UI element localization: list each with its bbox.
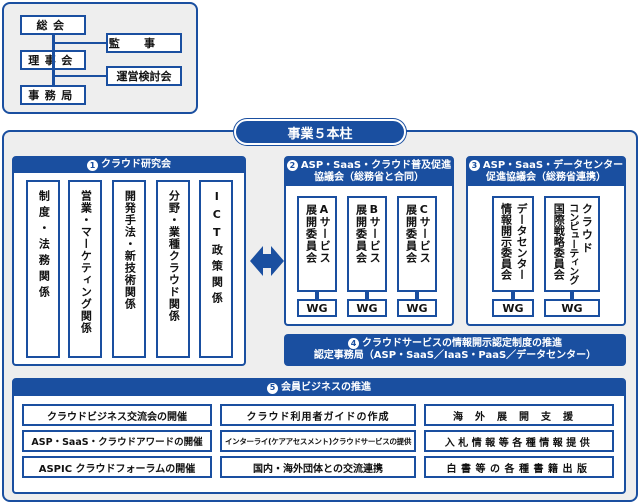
business-item-label: ASP・SaaS・クラウドアワードの開催 bbox=[31, 437, 203, 448]
committee-international-col1: クラウド bbox=[580, 203, 594, 255]
pillar-title-badge: 事業５本柱 bbox=[234, 119, 406, 145]
wg-b: WG bbox=[347, 299, 387, 317]
section2-title-line1: ASP・SaaS・クラウド普及促進 bbox=[300, 159, 452, 171]
business-item-label: 白書等の各種書籍出版 bbox=[446, 463, 592, 475]
section5-title: 会員ビジネスの推進 bbox=[281, 381, 371, 393]
committee-a: 展開委員会 A サービス bbox=[297, 196, 337, 292]
committee-c-letter: C bbox=[419, 203, 428, 216]
committee-c: 展開委員会 C サービス bbox=[397, 196, 437, 292]
committee-c-label: 展開委員会 bbox=[404, 204, 418, 264]
wg-international: WG bbox=[544, 299, 600, 317]
committee-a-suffix: サービス bbox=[318, 216, 332, 265]
study-group-legal: 制度・法務関係 bbox=[26, 180, 60, 358]
wg-b-label: WG bbox=[356, 301, 378, 315]
committee-c-suffix: サービス bbox=[418, 216, 432, 265]
study-group-ict-label: ICT政策関係 bbox=[210, 190, 224, 308]
study-group-development-label: 開発手法・新技術関係 bbox=[123, 190, 137, 310]
committee-international: 国際戦略委員会 コンピューティング クラウド bbox=[544, 196, 600, 292]
board-label: 理事会 bbox=[28, 52, 78, 68]
committee-datacenter: 情報開示委員会 データセンター bbox=[492, 196, 534, 292]
section1-title: クラウド研究会 bbox=[101, 159, 171, 171]
section2-number: 2 bbox=[286, 160, 298, 171]
committee-b-label: 展開委員会 bbox=[354, 204, 368, 264]
business-item: 白書等の各種書籍出版 bbox=[424, 456, 614, 478]
study-group-industry-label: 分野・業種クラウド関係 bbox=[167, 190, 181, 322]
study-group-marketing: 営業・マーケティング関係 bbox=[68, 180, 102, 358]
committee-b-connector bbox=[365, 292, 369, 299]
wg-c-label: WG bbox=[406, 301, 428, 315]
secretariat-label: 事務局 bbox=[28, 89, 78, 102]
committee-c-connector bbox=[415, 292, 419, 299]
section3-title-line1: ASP・SaaS・データセンター bbox=[482, 159, 624, 171]
committee-international-col3: 国際戦略委員会 bbox=[552, 203, 566, 280]
wg-a-label: WG bbox=[306, 301, 328, 315]
auditor-connector bbox=[55, 42, 106, 44]
business-item: 国内・海外団体との交流連携 bbox=[220, 456, 416, 478]
study-group-legal-label: 制度・法務関係 bbox=[37, 190, 51, 302]
committee-international-col2: コンピューティング bbox=[566, 203, 578, 284]
section1-number: 1 bbox=[87, 160, 98, 171]
business-item: クラウド利用者ガイドの作成 bbox=[220, 404, 416, 426]
committee-datacenter-col1: データセンター bbox=[515, 203, 529, 280]
wg-datacenter-label: WG bbox=[502, 301, 524, 315]
committee-international-connector bbox=[570, 292, 574, 299]
section5-number: 5 bbox=[267, 382, 278, 394]
wg-a: WG bbox=[297, 299, 337, 317]
business-item-label: 海外展開支援 bbox=[453, 411, 585, 423]
study-group-industry: 分野・業種クラウド関係 bbox=[156, 180, 190, 358]
business-item: クラウドビジネス交流会の開催 bbox=[22, 404, 212, 426]
pillar-title: 事業５本柱 bbox=[287, 126, 353, 142]
business-item-label: ASPIC クラウドフォーラムの開催 bbox=[38, 463, 196, 475]
committee-a-connector bbox=[315, 292, 319, 299]
business-item-label: 入札情報等各種情報提供 bbox=[444, 437, 594, 449]
section3-number: 3 bbox=[468, 160, 480, 171]
business-item-label: クラウドビジネス交流会の開催 bbox=[47, 411, 187, 423]
business-item: ASP・SaaS・クラウドアワードの開催 bbox=[22, 430, 212, 452]
double-arrow-icon bbox=[250, 246, 284, 276]
study-group-ict: ICT政策関係 bbox=[199, 180, 233, 358]
business-item: 海外展開支援 bbox=[424, 404, 614, 426]
general-meeting-box: 総会 bbox=[20, 15, 86, 35]
auditor-label: 監事 bbox=[108, 37, 180, 50]
committee-a-label: 展開委員会 bbox=[304, 204, 318, 264]
org-vertical-line bbox=[52, 35, 55, 85]
section4-line2: 認定事務局（ASP・SaaS／IaaS・PaaS／データセンター） bbox=[313, 350, 597, 361]
secretariat-box: 事務局 bbox=[20, 85, 86, 105]
section4-line1: クラウドサービスの情報開示認定制度の推進 bbox=[361, 337, 562, 349]
business-item: ASPIC クラウドフォーラムの開催 bbox=[22, 456, 212, 478]
committee-b: 展開委員会 B サービス bbox=[347, 196, 387, 292]
wg-c: WG bbox=[397, 299, 437, 317]
committee-a-letter: A bbox=[319, 203, 329, 216]
business-item-label: 国内・海外団体との交流連携 bbox=[253, 463, 383, 475]
committee-b-suffix: サービス bbox=[368, 216, 382, 265]
business-item: インターライ(ケアアセスメント)クラウドサービスの提供 bbox=[220, 430, 416, 452]
business-item-label: クラウド利用者ガイドの作成 bbox=[246, 411, 390, 423]
committee-b-letter: B bbox=[369, 203, 379, 216]
general-meeting-label: 総会 bbox=[36, 19, 70, 32]
section4-number: 4 bbox=[347, 338, 359, 349]
study-group-marketing-label: 営業・マーケティング関係 bbox=[79, 190, 93, 334]
business-item-label: インターライ(ケアアセスメント)クラウドサービスの提供 bbox=[224, 436, 412, 446]
steering-box: 運営検討会 bbox=[106, 66, 182, 86]
wg-international-label: WG bbox=[561, 301, 583, 315]
section3-title-line2: 促進協議会（総務省連携） bbox=[485, 172, 606, 183]
steering-connector bbox=[55, 75, 106, 77]
auditor-box: 監事 bbox=[106, 33, 182, 53]
wg-datacenter: WG bbox=[492, 299, 534, 317]
steering-label: 運営検討会 bbox=[116, 70, 172, 83]
committee-datacenter-col2: 情報開示委員会 bbox=[499, 203, 513, 280]
section2-title-line2: 協議会（総務省と合同） bbox=[313, 172, 424, 183]
business-item: 入札情報等各種情報提供 bbox=[424, 430, 614, 452]
study-group-development: 開発手法・新技術関係 bbox=[112, 180, 146, 358]
committee-datacenter-connector bbox=[511, 292, 515, 299]
